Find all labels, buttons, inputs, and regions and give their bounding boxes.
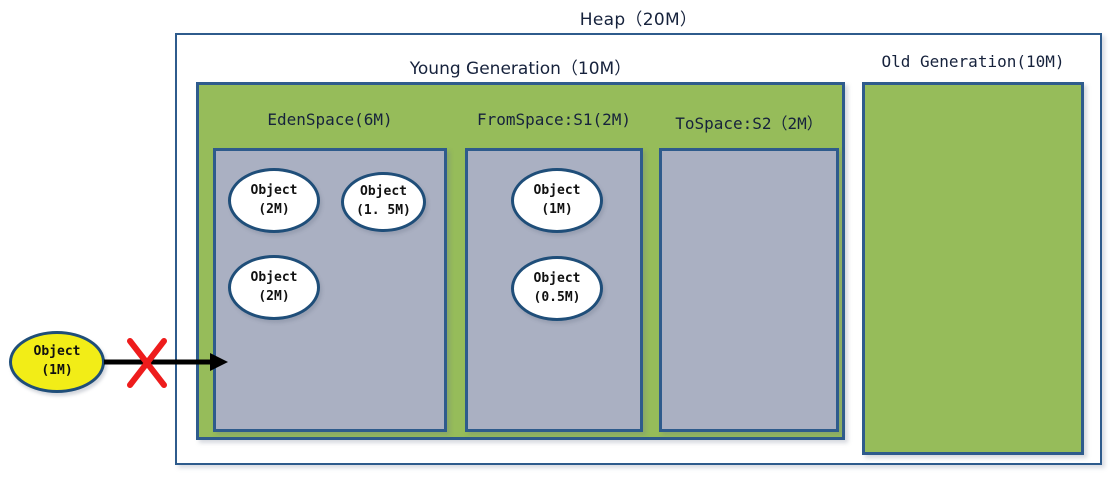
- object-node: Object (2M): [228, 168, 320, 233]
- blocked-x-icon-2: [127, 338, 167, 388]
- object-size: (0.5M): [533, 289, 581, 305]
- object-node: Object (0.5M): [511, 256, 603, 321]
- object-label: Object: [250, 269, 298, 285]
- object-node: Object (1. 5M): [341, 172, 426, 232]
- object-size: (2M): [258, 201, 290, 217]
- object-label: Object: [360, 184, 407, 200]
- object-label: Object: [533, 182, 581, 198]
- to-space-title: ToSpace:S2（2M）: [675, 114, 823, 133]
- rejected-object-label: Object: [33, 344, 81, 360]
- object-size: (1M): [541, 201, 573, 217]
- object-node: Object (2M): [228, 255, 320, 320]
- eden-space-title: EdenSpace(6M): [267, 110, 393, 129]
- from-space-title: FromSpace:S1(2M): [476, 110, 632, 129]
- old-generation-container: [862, 82, 1084, 455]
- object-size: (1. 5M): [356, 203, 411, 218]
- object-label: Object: [250, 182, 298, 198]
- object-node: Object (1M): [511, 168, 603, 233]
- blocked-x-icon: [127, 338, 167, 388]
- object-label: Object: [533, 270, 581, 286]
- old-generation-title: Old Generation(10M): [881, 52, 1065, 71]
- rejected-object-node: Object (1M): [9, 331, 105, 393]
- heap-title: Heap（20M）: [579, 10, 698, 30]
- rejected-object-size: (1M): [41, 363, 73, 378]
- object-size: (2M): [258, 288, 290, 304]
- to-space-container: [659, 148, 839, 432]
- young-generation-title: Young Generation（10M）: [409, 59, 632, 79]
